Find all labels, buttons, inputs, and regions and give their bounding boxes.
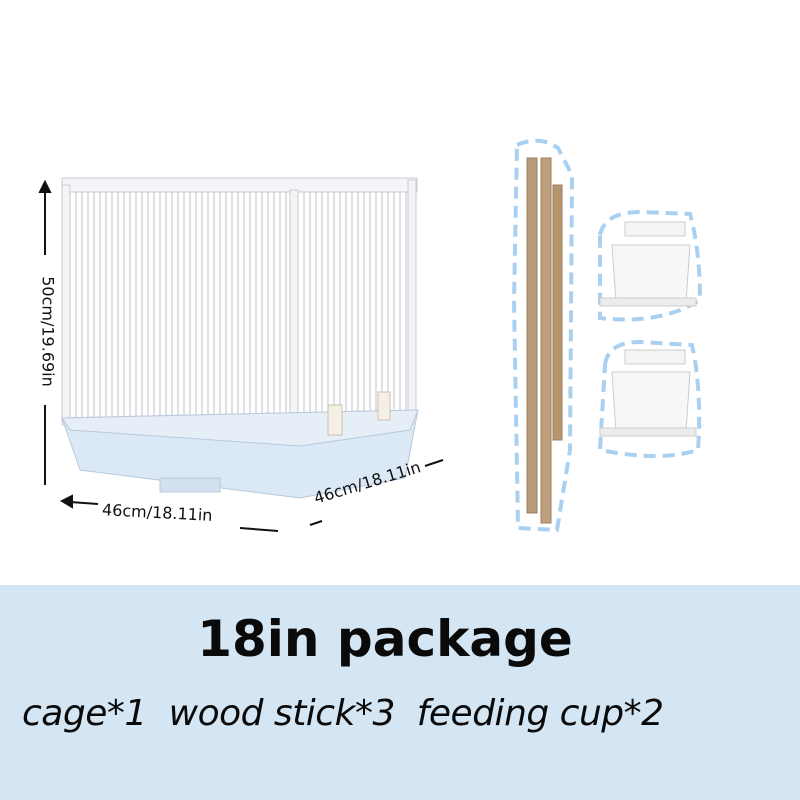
feeding-cups-image (597, 209, 703, 458)
package-title: 18in package (197, 610, 573, 668)
bird-cage-image (61, 177, 419, 499)
height-dimension-label: 50cm/19.69in (38, 276, 58, 387)
dimension-arrows (38, 179, 444, 532)
package-info-band: 18in package cage*1 wood stick*3 feeding… (0, 585, 800, 800)
package-contents: cage*1 wood stick*3 feeding cup*2 (22, 693, 664, 734)
wood-sticks-image (511, 138, 575, 533)
product-illustration (38, 138, 703, 533)
